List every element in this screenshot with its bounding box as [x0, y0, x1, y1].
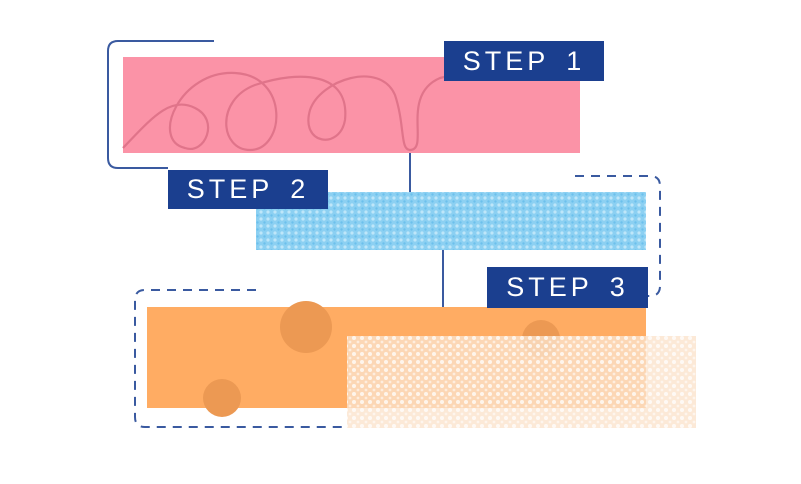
- step3-frame: [134, 289, 346, 428]
- step1-label: STEP 1: [444, 41, 604, 81]
- step1-frame: [107, 40, 214, 169]
- step3-label: STEP 3: [487, 267, 648, 308]
- step2-block: [256, 192, 646, 250]
- step1-squiggle: [122, 68, 581, 152]
- step2-label: STEP 2: [168, 170, 328, 209]
- step3-block: [147, 301, 696, 428]
